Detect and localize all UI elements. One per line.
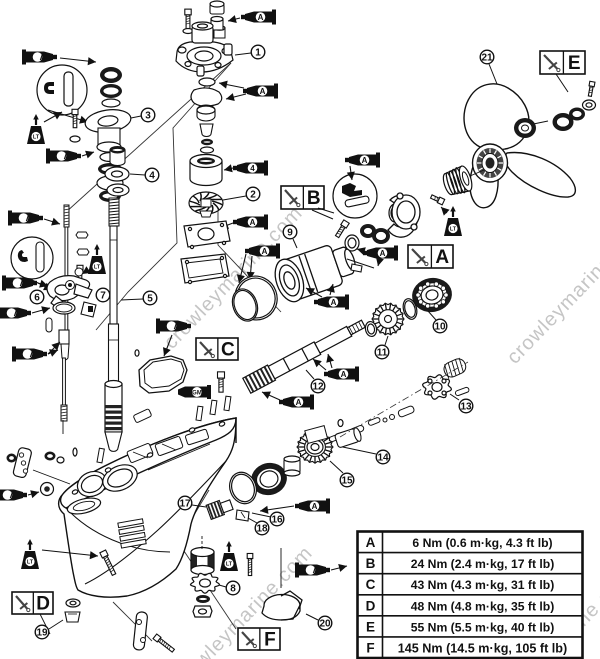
- svg-text:4: 4: [250, 164, 255, 173]
- svg-text:21: 21: [481, 52, 493, 63]
- svg-text:19: 19: [36, 627, 48, 638]
- svg-text:A: A: [250, 218, 256, 227]
- svg-text:A: A: [296, 398, 302, 407]
- svg-text:1: 1: [255, 47, 261, 58]
- svg-text:LT: LT: [226, 562, 233, 568]
- svg-text:A: A: [380, 249, 386, 258]
- svg-text:2: 2: [250, 189, 256, 200]
- svg-text:A: A: [30, 350, 36, 359]
- svg-text:5: 5: [147, 293, 153, 304]
- svg-text:8: 8: [230, 583, 236, 594]
- svg-text:20: 20: [319, 618, 331, 629]
- svg-text:A: A: [26, 214, 32, 223]
- svg-text:A: A: [10, 491, 16, 500]
- svg-text:6 Nm (0.6 m·kg, 4.3 ft lb): 6 Nm (0.6 m·kg, 4.3 ft lb): [412, 536, 552, 550]
- svg-text:55 Nm (5.5 m·kg, 40 ft lb): 55 Nm (5.5 m·kg, 40 ft lb): [411, 620, 555, 634]
- svg-text:17: 17: [179, 498, 191, 509]
- svg-text:A: A: [366, 535, 376, 550]
- svg-text:16: 16: [271, 514, 283, 525]
- svg-text:A: A: [312, 502, 318, 511]
- svg-text:A: A: [313, 566, 319, 575]
- svg-text:14: 14: [377, 452, 389, 463]
- svg-text:LT: LT: [27, 560, 34, 566]
- svg-text:B: B: [366, 556, 376, 571]
- svg-text:13: 13: [460, 401, 472, 412]
- svg-text:A: A: [331, 298, 337, 307]
- svg-text:A: A: [258, 13, 264, 22]
- svg-text:A: A: [40, 53, 46, 62]
- svg-text:A: A: [262, 247, 268, 256]
- svg-text:6: 6: [34, 292, 40, 303]
- svg-text:GM: GM: [192, 391, 202, 397]
- svg-text:A: A: [341, 370, 347, 379]
- svg-text:10: 10: [434, 321, 446, 332]
- svg-text:E: E: [366, 619, 375, 634]
- svg-text:7: 7: [100, 290, 106, 301]
- svg-text:24 Nm (2.4 m·kg, 17 ft lb): 24 Nm (2.4 m·kg, 17 ft lb): [411, 557, 555, 571]
- svg-text:15: 15: [341, 475, 353, 486]
- svg-text:9: 9: [287, 227, 293, 238]
- svg-text:LT: LT: [450, 227, 457, 233]
- svg-text:3: 3: [145, 110, 151, 121]
- svg-text:11: 11: [377, 347, 388, 358]
- svg-text:48 Nm (4.8 m·kg, 35 ft lb): 48 Nm (4.8 m·kg, 35 ft lb): [411, 599, 555, 613]
- svg-text:A: A: [14, 309, 20, 318]
- svg-text:D: D: [36, 594, 50, 615]
- svg-text:A: A: [20, 279, 26, 288]
- svg-text:A: A: [260, 87, 266, 96]
- svg-text:B: B: [307, 188, 321, 209]
- svg-text:18: 18: [256, 523, 268, 534]
- svg-text:A: A: [174, 322, 180, 331]
- svg-text:C: C: [366, 577, 376, 592]
- svg-text:145 Nm (14.5 m·kg, 105 ft lb): 145 Nm (14.5 m·kg, 105 ft lb): [398, 642, 567, 656]
- svg-text:C: C: [221, 340, 235, 361]
- svg-text:F: F: [264, 630, 276, 651]
- svg-text:12: 12: [312, 381, 324, 392]
- svg-text:43 Nm (4.3 m·kg, 31 ft lb): 43 Nm (4.3 m·kg, 31 ft lb): [411, 578, 555, 592]
- svg-text:A: A: [435, 247, 449, 268]
- svg-text:LT: LT: [94, 265, 101, 271]
- svg-text:E: E: [568, 53, 581, 74]
- svg-text:4: 4: [149, 170, 155, 181]
- svg-text:F: F: [366, 641, 374, 656]
- svg-text:A: A: [362, 156, 368, 165]
- svg-text:A: A: [64, 152, 70, 161]
- svg-text:LT: LT: [33, 135, 40, 141]
- svg-text:D: D: [366, 598, 376, 613]
